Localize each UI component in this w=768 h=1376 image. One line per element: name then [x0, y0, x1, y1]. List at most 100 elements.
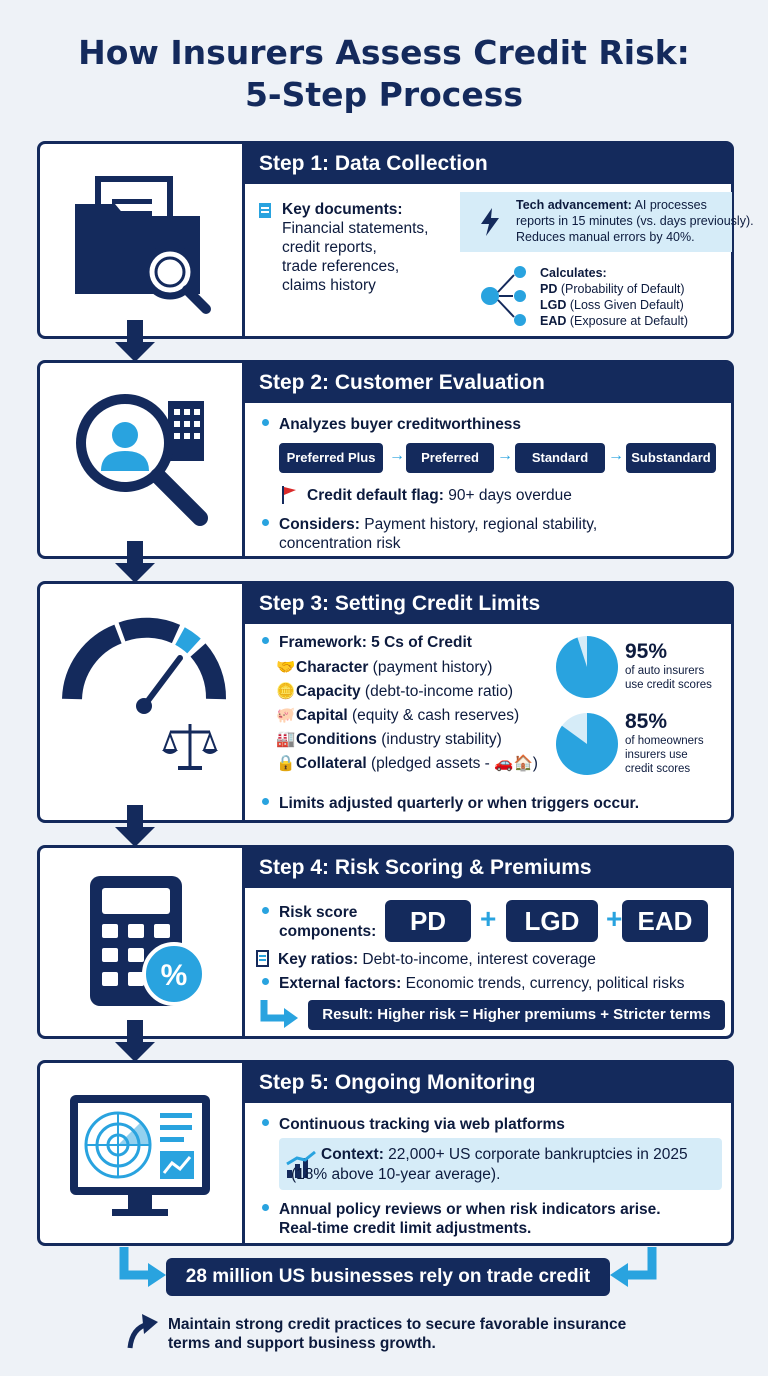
tech-advancement-text-3: Reduces manual errors by 40%.: [516, 230, 695, 244]
auto-insurers-pie-chart: [556, 636, 618, 698]
calculator-icon: %: [90, 876, 206, 1006]
ead-box: EAD: [622, 900, 708, 942]
tech-advancement-text-2: reports in 15 minutes (vs. days previous…: [516, 214, 754, 228]
step-4-header: Step 4: Risk Scoring & Premiums: [245, 848, 731, 888]
arrow-down-icon: [115, 320, 155, 362]
pd-text: (Probability of Default): [557, 282, 685, 296]
step-4-icon-column: %: [40, 848, 245, 1036]
arrow-down-icon: [115, 541, 155, 583]
risk-score-line-1: Risk score: [279, 904, 358, 921]
footer-line-2: terms and support business growth.: [168, 1335, 436, 1352]
bullet-dot: [262, 1204, 269, 1212]
tier-standard: Standard: [515, 443, 605, 473]
lgd-text: (Loss Given Default): [566, 298, 684, 312]
key-ratios-text: Debt-to-income, interest coverage: [358, 951, 596, 968]
ead-text: (Exposure at Default): [566, 314, 688, 328]
chevron-right-icon: →: [389, 447, 405, 464]
calculates-label: Calculates:: [540, 266, 607, 280]
banner-left-arrow-icon: [119, 1247, 166, 1287]
stat-2-value: 85%: [625, 710, 668, 733]
page-title: How Insurers Assess Credit Risk: 5-Step …: [0, 32, 768, 116]
key-documents-line-4: claims history: [282, 277, 376, 294]
step-2-header: Step 2: Customer Evaluation: [245, 363, 731, 403]
continuous-tracking-text: Continuous tracking via web platforms: [279, 1116, 565, 1133]
stat-1-line-2: use credit scores: [625, 679, 712, 691]
plus-icon: +: [606, 903, 623, 934]
step-1-card: Step 1: Data Collection Key documents: F…: [37, 141, 754, 339]
monitor-dashboard-icon: [70, 1095, 210, 1216]
c-capital: 🐖Capital (equity & cash reserves): [276, 704, 538, 728]
c-collateral: 🔒Collateral (pledged assets - 🚗🏠): [276, 752, 538, 776]
step-3-header: Step 3: Setting Credit Limits: [245, 584, 731, 624]
c-conditions: 🏭Conditions (industry stability): [276, 728, 538, 752]
arrow-down-icon: [115, 1020, 155, 1062]
bullet-dot: [262, 1119, 269, 1127]
context-text-2: (18% above 10-year average).: [291, 1166, 501, 1183]
annual-review-text-2: Real-time credit limit adjustments.: [279, 1220, 532, 1237]
title-line-2: 5-Step Process: [244, 75, 524, 114]
result-box: Result: Higher risk = Higher premiums + …: [308, 1000, 725, 1030]
annual-review-text-1: Annual policy reviews or when risk indic…: [279, 1201, 661, 1218]
homeowners-insurers-pie-chart: [556, 713, 618, 775]
tier-preferred: Preferred: [406, 443, 494, 473]
analyzes-text: Analyzes buyer creditworthiness: [279, 416, 522, 433]
key-documents-line-3: trade references,: [282, 258, 400, 275]
step-3-icon-column: [40, 584, 245, 820]
stat-1-line-1: of auto insurers: [625, 665, 705, 677]
banner-right-arrow-icon: [610, 1247, 657, 1287]
step-5-icon-column: [40, 1063, 245, 1243]
context-callout: Context: 22,000+ US corporate bankruptci…: [279, 1138, 722, 1190]
bar-chart-icon: [286, 1150, 316, 1178]
stat-2-line-1: of homeowners: [625, 735, 704, 747]
auto-insurers-value-slice: [556, 636, 618, 698]
red-flag-icon: [282, 486, 296, 504]
framework-text: Framework: 5 Cs of Credit: [279, 634, 472, 651]
c-character: 🤝Character (payment history): [276, 656, 538, 680]
step-2-icon-column: [40, 363, 245, 556]
bullet-dot: [262, 798, 269, 806]
tech-advancement-label: Tech advancement:: [516, 198, 632, 212]
ead-label: EAD: [540, 314, 567, 328]
lgd-box: LGD: [506, 900, 598, 942]
step-5-card: Step 5: Ongoing Monitoring Continuous tr…: [37, 1060, 734, 1246]
c-capacity: 🪙Capacity (debt-to-income ratio): [276, 680, 538, 704]
context-text-1: 22,000+ US corporate bankruptcies in 202…: [383, 1146, 688, 1163]
credit-default-flag-label: Credit default flag:: [307, 487, 444, 504]
plus-icon: +: [480, 903, 497, 934]
chevron-right-icon: →: [497, 447, 513, 464]
key-documents-line-1: Financial statements,: [282, 220, 429, 237]
external-factors-label: External factors:: [279, 975, 402, 992]
tier-substandard: Substandard: [626, 443, 716, 473]
key-documents-label: Key documents:: [282, 201, 403, 218]
title-line-1: How Insurers Assess Credit Risk:: [78, 33, 690, 72]
bullet-dot: [262, 978, 269, 986]
folder-search-icon: [75, 176, 211, 314]
pd-box: PD: [385, 900, 471, 942]
bullet-dot: [262, 637, 269, 645]
document-icon: [259, 203, 271, 218]
footer-line-1: Maintain strong credit practices to secu…: [168, 1316, 627, 1333]
step-5-header: Step 5: Ongoing Monitoring: [245, 1063, 731, 1103]
pd-label: PD: [540, 282, 558, 296]
collateral-icon: 🔒: [276, 755, 296, 772]
tech-advancement-text-1: AI processes: [631, 198, 707, 212]
considers-label: Considers:: [279, 516, 360, 533]
svg-text:%: %: [161, 959, 188, 992]
context-label: Context:: [321, 1146, 384, 1163]
considers-text-2: concentration risk: [279, 535, 401, 552]
tech-advancement-callout: Tech advancement: AI processes reports i…: [460, 192, 754, 252]
handshake-icon: 🤝: [276, 659, 296, 676]
homeowners-insurers-value-slice: [556, 713, 618, 775]
limits-text: Limits adjusted quarterly or when trigge…: [279, 795, 640, 812]
key-ratios-label: Key ratios:: [278, 951, 359, 968]
bullet-dot: [262, 419, 269, 427]
lgd-label: LGD: [540, 298, 567, 312]
piggy-bank-icon: 🐖: [276, 707, 296, 724]
curved-arrow-up-icon: [127, 1314, 158, 1349]
tier-preferred-plus: Preferred Plus: [279, 443, 383, 473]
step-2-card: Step 2: Customer Evaluation Analyzes buy…: [37, 360, 734, 559]
external-factors-text: Economic trends, currency, political ris…: [401, 975, 685, 992]
step-3-card: Step 3: Setting Credit Limits Framework:…: [37, 581, 734, 823]
trade-credit-banner: 28 million US businesses rely on trade c…: [166, 1258, 610, 1296]
step-1-header: Step 1: Data Collection: [245, 144, 731, 184]
